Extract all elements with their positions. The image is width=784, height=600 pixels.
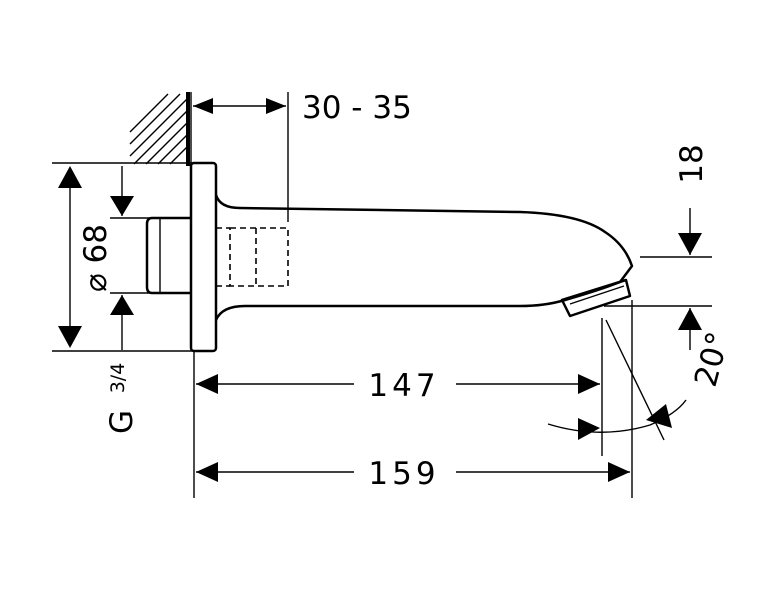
spout-body bbox=[145, 161, 634, 353]
dimension-wall-depth: 30 - 35 bbox=[190, 90, 412, 222]
wall-hatching bbox=[129, 92, 190, 166]
thread-label: G bbox=[104, 410, 140, 434]
diameter-label: ⌀ 68 bbox=[78, 224, 114, 292]
spout-tube bbox=[214, 194, 634, 321]
threaded-connector bbox=[145, 216, 191, 295]
outlet-offset-label: 18 bbox=[674, 144, 710, 183]
dimension-diameter: ⌀ 68 bbox=[52, 162, 210, 352]
dimension-angle: 20° bbox=[547, 318, 737, 456]
wall-depth-label: 30 - 35 bbox=[302, 90, 412, 126]
hidden-connector bbox=[229, 227, 289, 287]
dimension-length-147: 147 bbox=[193, 352, 600, 498]
aerator bbox=[560, 278, 632, 318]
thread-fraction-label: 3/4 bbox=[107, 363, 129, 394]
dimension-length-159: 159 bbox=[196, 300, 633, 498]
dimension-thread: G 3/4 bbox=[104, 166, 160, 434]
length-159-label: 159 bbox=[368, 456, 439, 492]
wall-rosette bbox=[189, 161, 218, 353]
length-147-label: 147 bbox=[368, 368, 439, 404]
dimension-outlet-offset: 18 bbox=[604, 144, 712, 350]
angle-label: 20° bbox=[688, 328, 737, 390]
